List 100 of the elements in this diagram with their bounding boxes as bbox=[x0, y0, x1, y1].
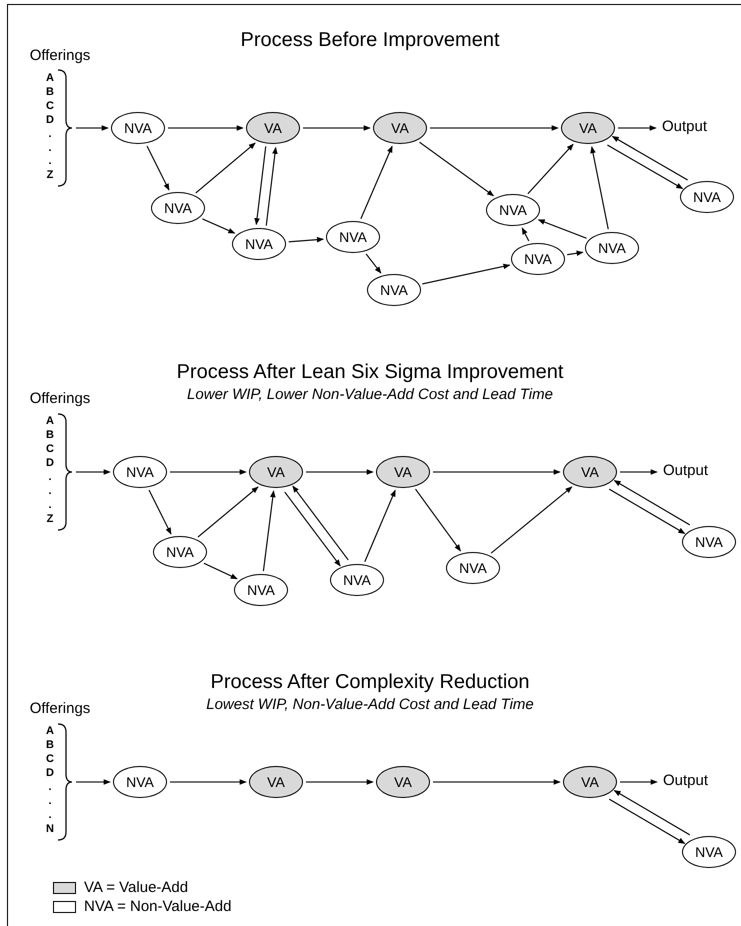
arrow bbox=[614, 790, 690, 836]
arrow bbox=[168, 125, 244, 131]
arrow bbox=[366, 254, 382, 274]
arrow bbox=[608, 488, 686, 534]
non-value-add-ellipse: NVA bbox=[680, 181, 734, 213]
arrow bbox=[430, 125, 559, 131]
non-value-add-ellipse: NVA bbox=[486, 194, 540, 226]
arrow bbox=[254, 146, 266, 226]
offering-letter: . bbox=[48, 142, 52, 154]
non-value-add-ellipse: NVA bbox=[367, 274, 421, 306]
non-value-add-ellipse: NVA bbox=[326, 221, 380, 253]
value-add-ellipse: VA bbox=[376, 456, 430, 488]
offering-letter: C bbox=[46, 754, 54, 765]
section-title: Process After Complexity Reduction bbox=[210, 672, 530, 692]
offering-letter: B bbox=[46, 740, 54, 751]
offering-letter: N bbox=[46, 824, 54, 835]
brace bbox=[58, 413, 73, 531]
offering-letter: B bbox=[46, 86, 54, 98]
arrow bbox=[490, 486, 572, 554]
offering-letter: . bbox=[48, 810, 52, 821]
offering-letter: . bbox=[48, 472, 52, 483]
offering-letter: . bbox=[48, 128, 52, 140]
value-add-ellipse: VA bbox=[561, 112, 615, 144]
arrow bbox=[612, 136, 688, 180]
non-value-add-ellipse: NVA bbox=[151, 192, 205, 224]
arrow bbox=[419, 142, 494, 196]
arrow bbox=[292, 485, 349, 560]
arrow bbox=[170, 469, 247, 475]
offering-letter: D bbox=[46, 768, 54, 779]
legend-text: VA = Value-Add bbox=[84, 880, 188, 895]
arrow bbox=[433, 779, 561, 785]
non-value-add-ellipse: NVA bbox=[113, 766, 167, 798]
offering-letter: C bbox=[46, 444, 54, 455]
section-title: Process After Lean Six Sigma Improvement bbox=[176, 362, 564, 382]
arrow bbox=[360, 146, 393, 219]
arrow bbox=[620, 779, 658, 785]
arrow bbox=[76, 779, 111, 785]
non-value-add-ellipse: NVA bbox=[234, 574, 288, 606]
arrow bbox=[195, 142, 256, 194]
brace bbox=[58, 69, 73, 187]
arrow bbox=[262, 490, 276, 572]
offering-letter: A bbox=[46, 726, 54, 737]
arrow bbox=[364, 490, 396, 562]
arrow bbox=[303, 125, 371, 131]
non-value-add-ellipse: NVA bbox=[113, 456, 167, 488]
offering-letter: D bbox=[46, 458, 54, 469]
value-add-ellipse: VA bbox=[373, 112, 427, 144]
offering-letter: Z bbox=[46, 514, 54, 525]
arrow bbox=[284, 492, 341, 567]
offering-letter: . bbox=[48, 500, 52, 511]
non-value-add-ellipse: NVA bbox=[682, 836, 736, 868]
arrow bbox=[306, 779, 374, 785]
arrow bbox=[415, 488, 461, 552]
offering-letter: . bbox=[48, 782, 52, 793]
arrow bbox=[198, 486, 259, 538]
non-value-add-ellipse: NVA bbox=[585, 232, 639, 264]
arrow bbox=[567, 250, 584, 256]
non-value-add-ellipse: NVA bbox=[682, 526, 736, 558]
arrow bbox=[614, 480, 690, 526]
offering-letter: A bbox=[46, 416, 54, 427]
arrow bbox=[590, 146, 609, 230]
offering-letter: B bbox=[46, 430, 54, 441]
arrow bbox=[522, 227, 530, 242]
legend-text: NVA = Non-Value-Add bbox=[84, 899, 232, 914]
arrow bbox=[202, 218, 236, 234]
arrow bbox=[146, 146, 170, 191]
offering-letter: . bbox=[48, 796, 52, 807]
arrow bbox=[433, 469, 561, 475]
value-add-ellipse: VA bbox=[563, 766, 617, 798]
arrow bbox=[607, 144, 684, 190]
non-value-add-ellipse: NVA bbox=[153, 536, 207, 568]
non-value-add-ellipse: NVA bbox=[446, 552, 500, 584]
output-label: Output bbox=[663, 773, 708, 788]
arrow bbox=[618, 125, 657, 131]
value-add-ellipse: VA bbox=[249, 766, 303, 798]
non-value-add-ellipse: NVA bbox=[232, 228, 286, 260]
arrow bbox=[266, 146, 278, 226]
arrow bbox=[306, 469, 374, 475]
arrow bbox=[422, 264, 510, 284]
arrow bbox=[76, 125, 109, 131]
output-label: Output bbox=[663, 463, 708, 478]
non-value-add-ellipse: NVA bbox=[111, 112, 165, 144]
arrow bbox=[620, 469, 658, 475]
offering-letter: . bbox=[48, 156, 52, 168]
offering-letter: . bbox=[48, 486, 52, 497]
section-subtitle: Lower WIP, Lower Non-Value-Add Cost and Lead Time bbox=[187, 387, 553, 402]
arrow bbox=[538, 219, 587, 239]
arrow bbox=[204, 562, 238, 580]
arrow bbox=[608, 798, 686, 844]
value-add-ellipse: VA bbox=[376, 766, 430, 798]
offering-letter: C bbox=[46, 100, 54, 112]
offering-letter: A bbox=[46, 73, 54, 84]
non-value-add-ellipse: NVA bbox=[330, 564, 384, 596]
value-add-ellipse: VA bbox=[249, 456, 303, 488]
arrow bbox=[288, 236, 324, 242]
brace bbox=[58, 723, 73, 841]
arrow bbox=[76, 469, 111, 475]
section-title: Process Before Improvement bbox=[240, 30, 500, 50]
offering-letter: Z bbox=[46, 170, 54, 182]
offering-letter: D bbox=[46, 114, 54, 126]
